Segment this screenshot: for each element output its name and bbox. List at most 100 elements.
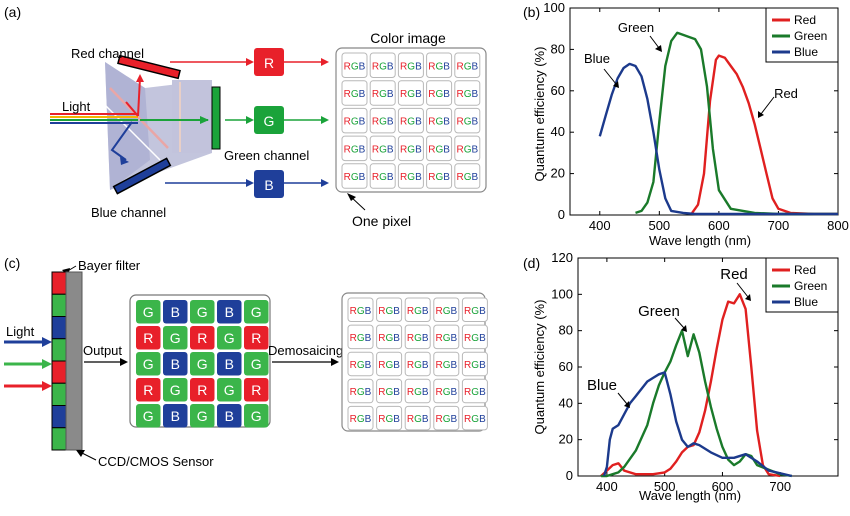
pixel-letter-r: R: [464, 333, 471, 344]
pixel-letter-g: G: [435, 89, 443, 100]
chart-d-annot-red: Red: [720, 266, 748, 283]
pixel-letter-b: B: [387, 89, 394, 100]
pixel-cell: [376, 297, 403, 322]
pixel-letter-b: B: [443, 89, 450, 100]
red-path: [137, 77, 141, 117]
y-tick-label: 60: [559, 359, 573, 374]
pixel-letter-r: R: [435, 360, 442, 371]
pixel-letter-r: R: [428, 89, 435, 100]
bayer-cell-label: G: [197, 356, 208, 372]
pixel-rgb-label: RGB: [464, 414, 486, 425]
bayer-cell-g: [136, 404, 161, 428]
chart-d-annot-blue: Blue: [587, 377, 617, 394]
output-label: Output: [83, 343, 122, 358]
pixel-rgb-label: RGB: [456, 61, 478, 72]
pixel-letter-g: G: [407, 144, 415, 155]
pixel-cell: [433, 324, 460, 350]
bayer-cell-g: [136, 300, 161, 324]
bayer-cell-label: R: [251, 382, 261, 398]
bayer-strip-cell: [51, 360, 67, 384]
one-pixel-pointer-head: [347, 193, 356, 201]
pixel-letter-b: B: [450, 414, 457, 425]
pixel-rgb-label: RGB: [400, 144, 422, 155]
pixel-letter-r: R: [378, 333, 385, 344]
pixel-letter-g: G: [357, 360, 365, 371]
blue-sensor: [112, 157, 172, 195]
pixel-letter-g: G: [351, 89, 359, 100]
pixel-letter-b: B: [415, 61, 422, 72]
pixel-letter-b: B: [387, 172, 394, 183]
x-tick-label: 500: [654, 479, 676, 494]
pixel-rgb-label: RGB: [464, 360, 486, 371]
pixel-letter-b: B: [415, 89, 422, 100]
bayer-cell-g: [217, 378, 242, 402]
bayer-cell-label: G: [197, 304, 208, 320]
sensor-label: CCD/CMOS Sensor: [98, 454, 214, 469]
pixel-letter-g: G: [443, 306, 451, 317]
pixel-cell: [376, 405, 403, 431]
red-output-arrow: [246, 58, 254, 66]
pixel-letter-b: B: [393, 387, 400, 398]
bayer-cell-g: [244, 404, 269, 428]
bayer-cell-b: [163, 300, 188, 324]
pixel-cell: [454, 163, 481, 189]
pixel-rgb-label: RGB: [464, 387, 486, 398]
legend-label-blue: Blue: [794, 45, 818, 59]
pixel-cell: [347, 297, 374, 322]
pixel-letter-b: B: [422, 333, 429, 344]
pixel-letter-g: G: [435, 61, 443, 72]
pixel-letter-g: G: [471, 414, 479, 425]
pixel-letter-r: R: [378, 306, 385, 317]
pixel-letter-g: G: [443, 387, 451, 398]
pixel-letter-r: R: [435, 414, 442, 425]
one-pixel-label: One pixel: [352, 213, 411, 229]
pixel-letter-g: G: [357, 306, 365, 317]
blue-path-arrow: [120, 157, 129, 165]
red-reflect: [125, 101, 139, 117]
pixel-rgb-label: RGB: [428, 172, 450, 183]
pixel-cell: [397, 163, 424, 189]
pixel-cell: [454, 52, 481, 78]
bayer-cell-label: B: [171, 304, 180, 320]
pixel-cell: [404, 378, 431, 404]
pixel-rgb-label: RGB: [350, 333, 372, 344]
pixel-letter-g: G: [435, 144, 443, 155]
pixel-cell: [433, 297, 460, 322]
chart-d-annot-arrows: [617, 282, 751, 408]
pixel-cell: [461, 297, 488, 322]
bayer-strip-cell: [51, 338, 67, 362]
pixel-cell: [347, 405, 374, 431]
series-line-red: [600, 293, 781, 478]
pixel-letter-g: G: [435, 117, 443, 128]
prism-exit: [172, 80, 212, 153]
pixel-letter-r: R: [400, 172, 407, 183]
pixel-cell: [369, 52, 396, 78]
bayer-cell-r: [244, 326, 269, 350]
series-line-green: [601, 329, 792, 478]
b-to-image-arrow: [321, 179, 329, 187]
pixel-letter-b: B: [387, 117, 394, 128]
pixel-letter-r: R: [378, 414, 385, 425]
bayer-cell-g: [190, 300, 215, 324]
pixel-letter-g: G: [414, 387, 422, 398]
pixel-letter-r: R: [428, 144, 435, 155]
pixel-letter-r: R: [372, 61, 379, 72]
pixel-cell: [376, 378, 403, 404]
pixel-letter-r: R: [400, 117, 407, 128]
pixel-rgb-label: RGB: [400, 117, 422, 128]
bayer-strip-cell: [51, 271, 67, 295]
pixel-cell: [369, 135, 396, 162]
green-output-arrow-in: [246, 116, 254, 124]
pixel-letter-b: B: [479, 306, 486, 317]
panel-label-a: (a): [4, 4, 21, 20]
pixel-rgb-label: RGB: [428, 144, 450, 155]
y-tick-label: 100: [543, 0, 565, 15]
pixel-letter-b: B: [365, 360, 372, 371]
pixel-cell: [397, 80, 424, 106]
pixel-letter-g: G: [471, 333, 479, 344]
y-tick-label: 0: [566, 468, 573, 483]
pixel-cell: [404, 297, 431, 322]
y-tick-label: 80: [551, 41, 565, 56]
pixel-letter-g: G: [357, 333, 365, 344]
